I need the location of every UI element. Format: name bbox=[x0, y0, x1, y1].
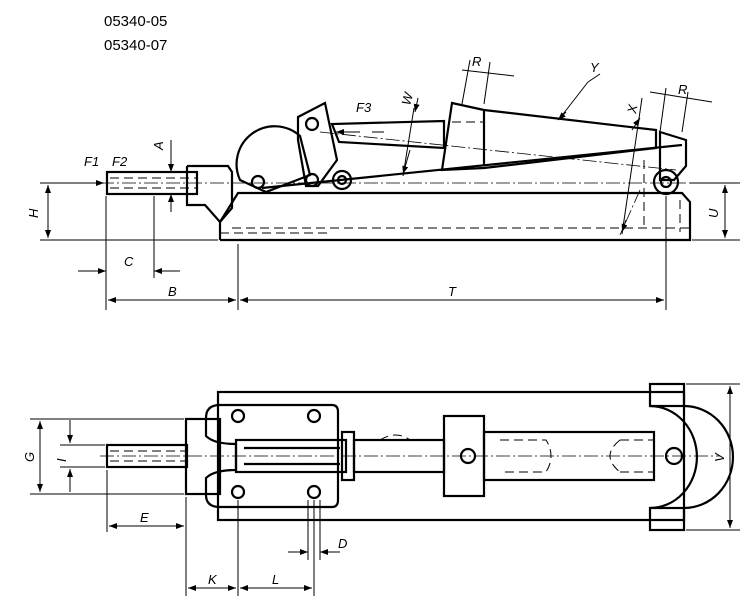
label-R-1: R bbox=[472, 54, 481, 69]
label-Y: Y bbox=[590, 60, 600, 75]
label-H: H bbox=[26, 208, 41, 218]
article-number-2: 05340-07 bbox=[104, 37, 168, 54]
label-C: C bbox=[124, 254, 134, 269]
label-A: A bbox=[151, 141, 166, 151]
cylinder bbox=[440, 101, 658, 172]
label-E: E bbox=[140, 510, 149, 525]
label-G: G bbox=[22, 452, 37, 462]
front-block bbox=[184, 417, 222, 496]
label-D: D bbox=[338, 536, 347, 551]
label-F2: F2 bbox=[112, 154, 128, 169]
label-X: X bbox=[624, 102, 641, 115]
label-T: T bbox=[448, 284, 457, 299]
label-F1: F1 bbox=[84, 154, 99, 169]
holder-plate bbox=[204, 403, 340, 509]
label-I: I bbox=[54, 458, 69, 462]
lever-plate bbox=[296, 101, 339, 188]
top-view bbox=[30, 382, 740, 596]
label-K: K bbox=[208, 572, 218, 587]
article-number-1: 05340-05 bbox=[104, 13, 168, 30]
side-view bbox=[40, 59, 740, 310]
label-B: B bbox=[168, 284, 177, 299]
label-F3: F3 bbox=[356, 100, 372, 115]
piston-rod bbox=[330, 119, 446, 150]
label-R-2: R bbox=[678, 82, 687, 97]
label-U: U bbox=[706, 208, 721, 218]
label-L: L bbox=[272, 572, 279, 587]
label-V: V bbox=[712, 452, 727, 462]
label-W: W bbox=[398, 89, 416, 106]
front-holder bbox=[185, 164, 234, 224]
